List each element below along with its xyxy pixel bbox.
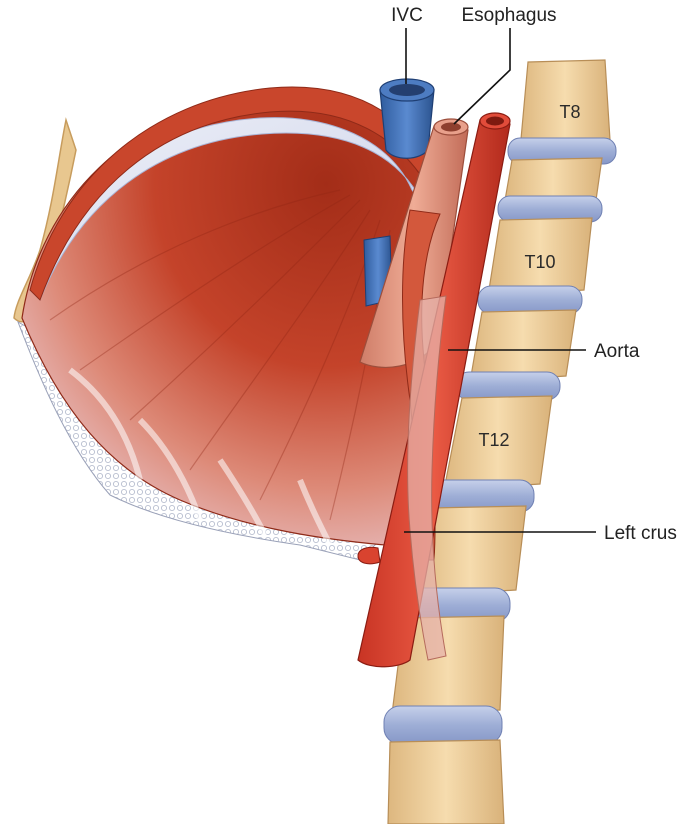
label-ivc: IVC [391,5,423,26]
esophagus-leader [453,28,511,125]
vertebra-l2 [391,615,505,715]
vertebra-l3 [387,739,505,824]
vertebra-t12 [443,395,553,491]
vertebra-label-t8: T8 [559,102,580,122]
vertebra-label-t10: T10 [524,252,555,272]
vertebra-t10 [487,217,593,297]
intervertebral-disc [383,705,503,745]
muscle-fibres [49,189,391,521]
label-esophagus: Esophagus [461,5,556,26]
left-crus [407,295,447,661]
label-left-crus: Left crus [604,523,677,544]
vertebral-column [383,59,617,824]
vertebra-t11 [469,309,577,383]
tendon-streaks [68,367,333,547]
vertebra-label-t12: T12 [478,430,509,450]
label-aorta: Aorta [594,341,640,362]
